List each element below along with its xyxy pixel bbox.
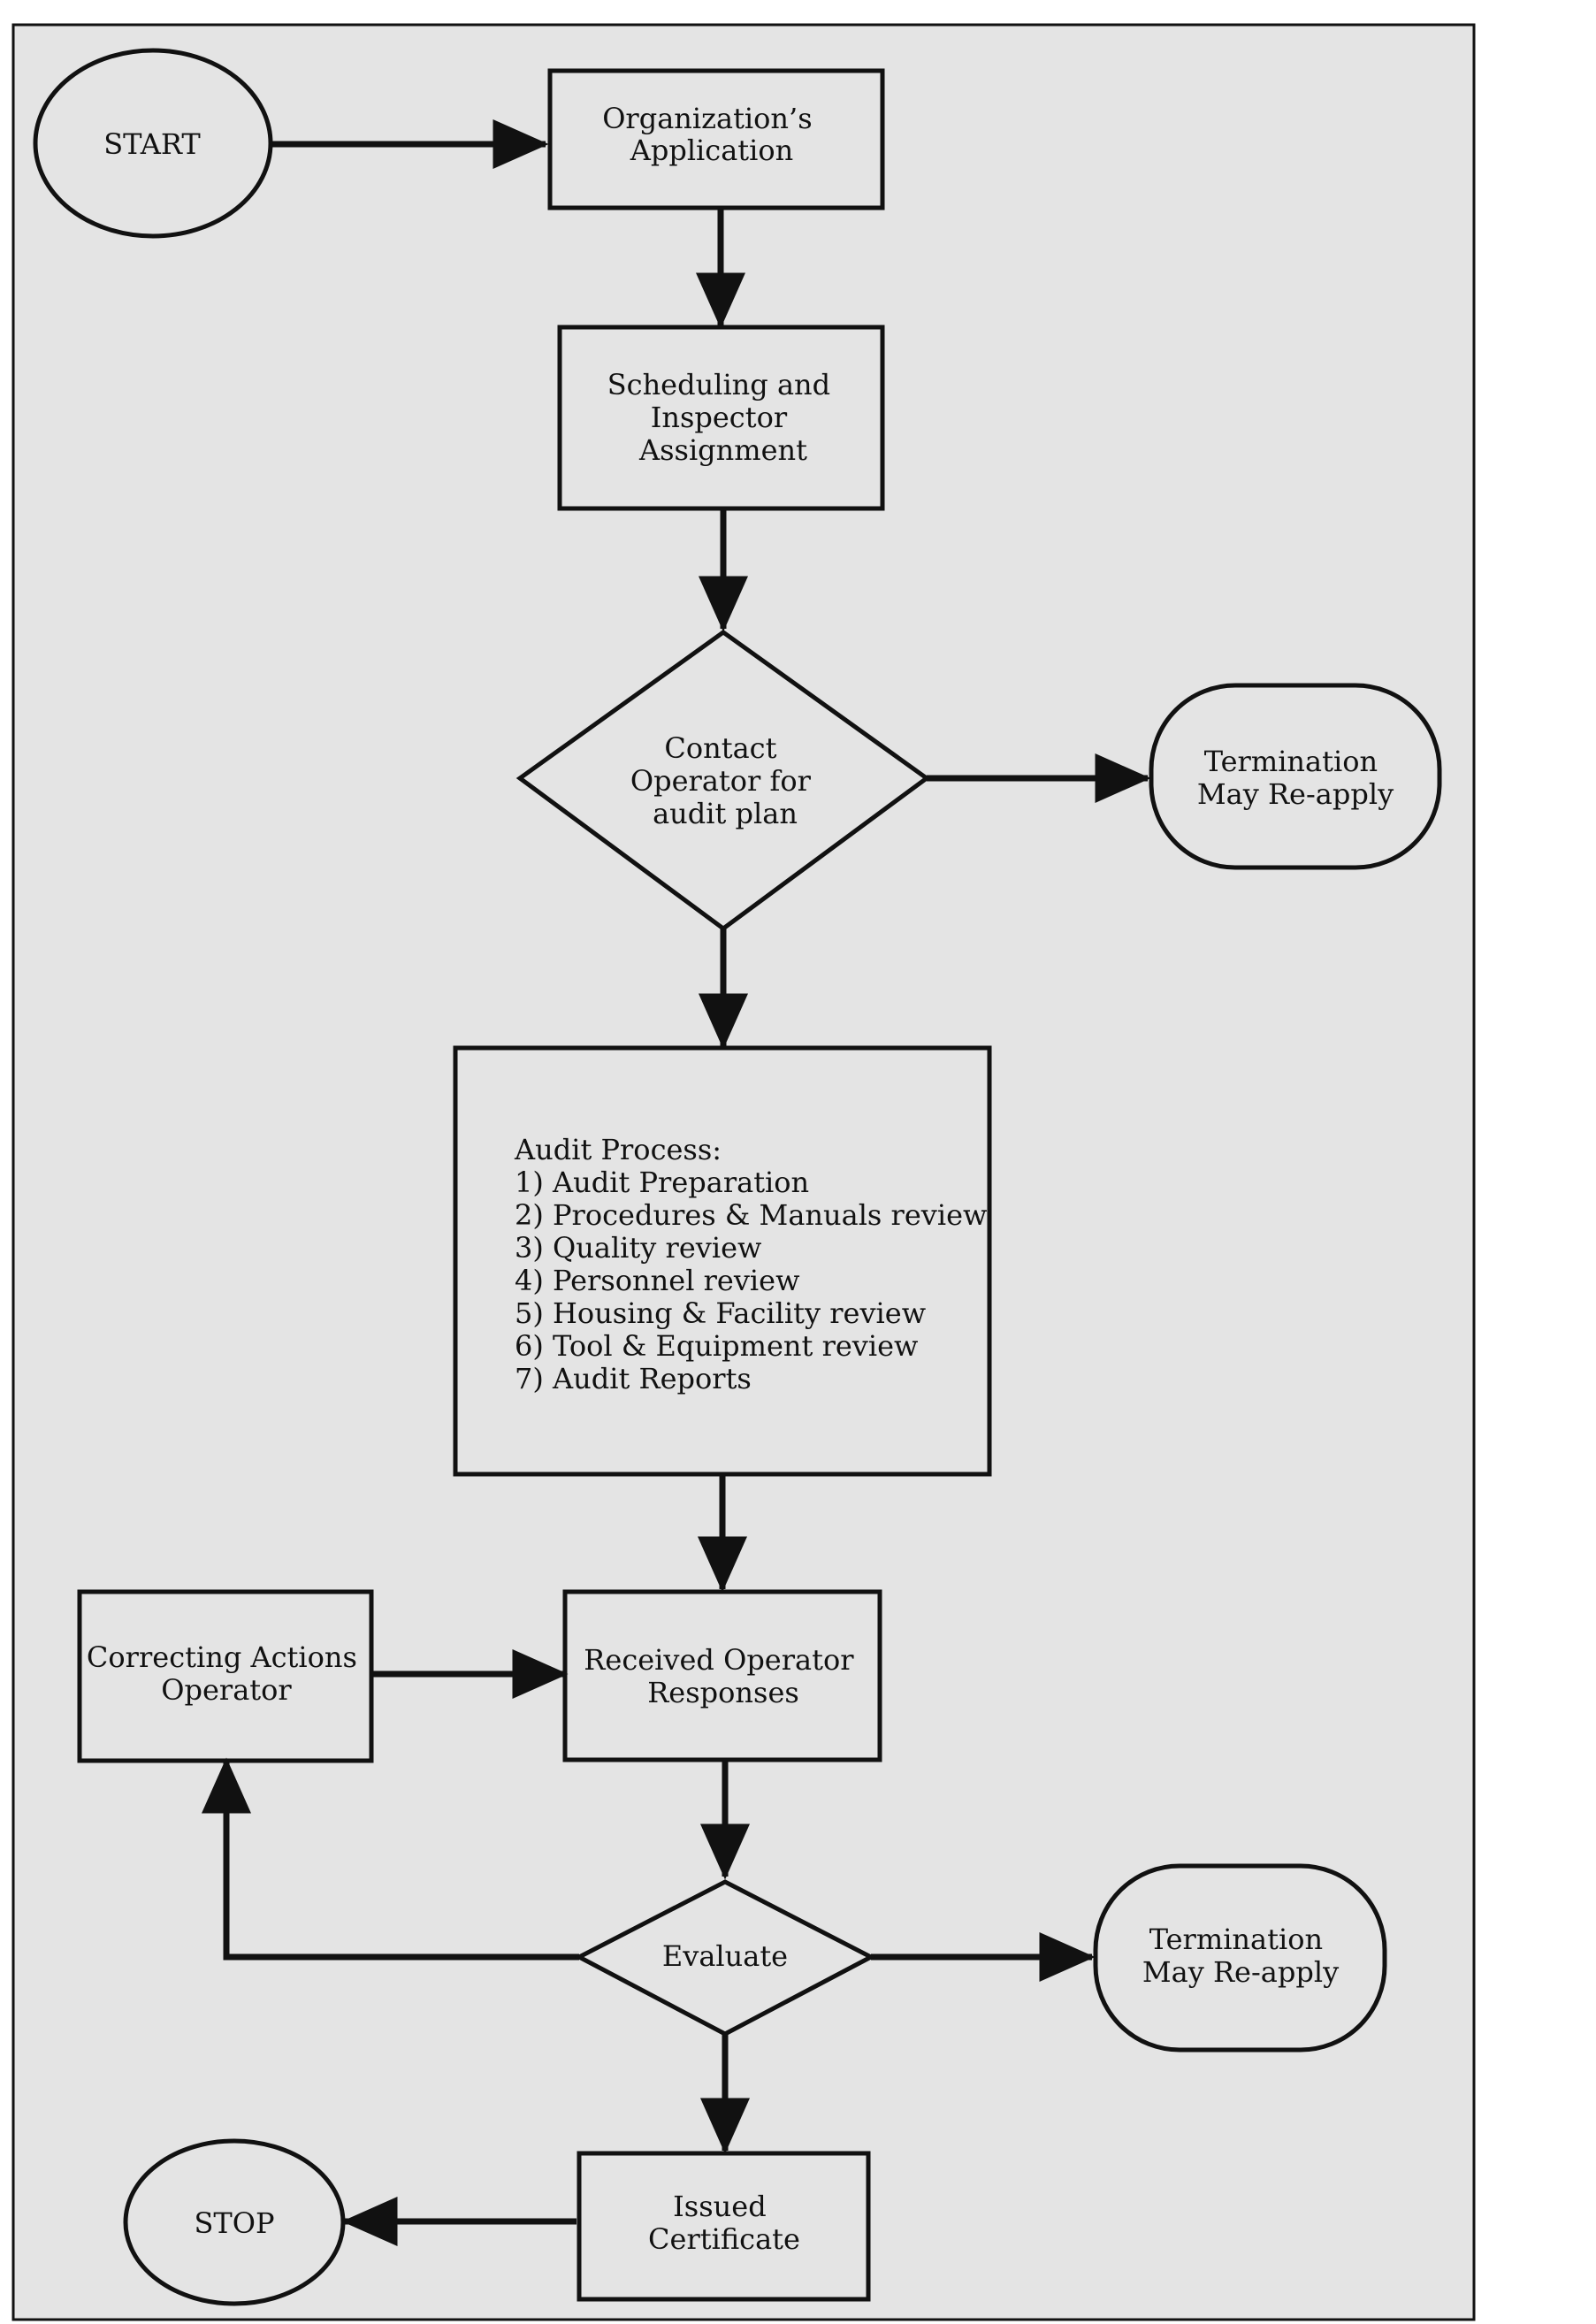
contact-label-line: Contact [664,731,776,765]
diagram-panel [11,23,1476,2321]
termination-2-label-line: Termination [1149,1923,1323,1956]
scheduling-label-line: Assignment [638,433,807,467]
received-responses-label: Received Operator Responses [584,1643,862,1709]
received-responses-box [562,1589,882,1762]
audit-process-line: 2) Procedures & Manuals review [515,1198,987,1232]
scheduling-box [557,325,885,511]
scheduling-label-line: Scheduling and [607,368,830,401]
termination-1-label-line: Termination [1204,745,1378,778]
audit-process-line: Audit Process: [514,1133,722,1166]
correcting-actions-label: Correcting Actions Operator [87,1640,366,1707]
correcting-label-line: Correcting Actions [87,1640,357,1674]
audit-process-label: Audit Process: 1) Audit Preparation 2) P… [514,1133,997,1395]
audit-process-line: 6) Tool & Equipment review [515,1329,918,1363]
contact-label: Contact Operator for audit plan [630,731,820,830]
contact-decision [515,629,931,932]
audit-process-box [453,1045,992,1477]
scheduling-label: Scheduling and Inspector Assignment [607,368,840,467]
termination-2-label-line: May Re-apply [1142,1955,1339,1989]
termination-2-label: Termination May Re-apply [1142,1923,1339,1989]
audit-process-line: 1) Audit Preparation [515,1166,809,1199]
issued-label-line: Issued [673,2190,767,2223]
termination-1-label: Termination May Re-apply [1197,745,1394,811]
start-label: START [103,127,201,161]
received-label-line: Responses [647,1676,799,1709]
application-label-line: Organization’s [602,102,812,135]
application-label-line: Application [630,134,794,167]
contact-label-line: audit plan [653,797,798,830]
termination-terminal-1 [1149,683,1442,870]
scheduling-label-line: Inspector [651,401,788,434]
issued-certificate-label: Issued Certificate [648,2190,800,2256]
application-label: Organization’s Application [602,102,821,167]
correcting-actions-box [77,1589,374,1763]
contact-label-line: Operator for [630,764,812,798]
evaluate-decision [574,1879,876,2037]
stop-terminal [123,2138,346,2306]
audit-process-line: 4) Personnel review [515,1264,799,1297]
termination-1-label-line: May Re-apply [1197,777,1394,811]
audit-process-line: 3) Quality review [515,1231,761,1265]
evaluate-label: Evaluate [662,1939,788,1973]
application-box [547,68,885,210]
correcting-label-line: Operator [161,1673,292,1707]
audit-process-line: 7) Audit Reports [515,1362,752,1395]
stop-label: STOP [194,2206,274,2240]
start-terminal [33,48,273,239]
issued-certificate-box [577,2151,871,2302]
received-label-line: Received Operator [584,1643,854,1677]
arrow-evaluate-to-correcting [202,1757,579,1961]
termination-terminal-2 [1093,1863,1387,2053]
audit-process-line: 5) Housing & Facility review [515,1296,926,1330]
issued-label-line: Certificate [648,2222,800,2256]
